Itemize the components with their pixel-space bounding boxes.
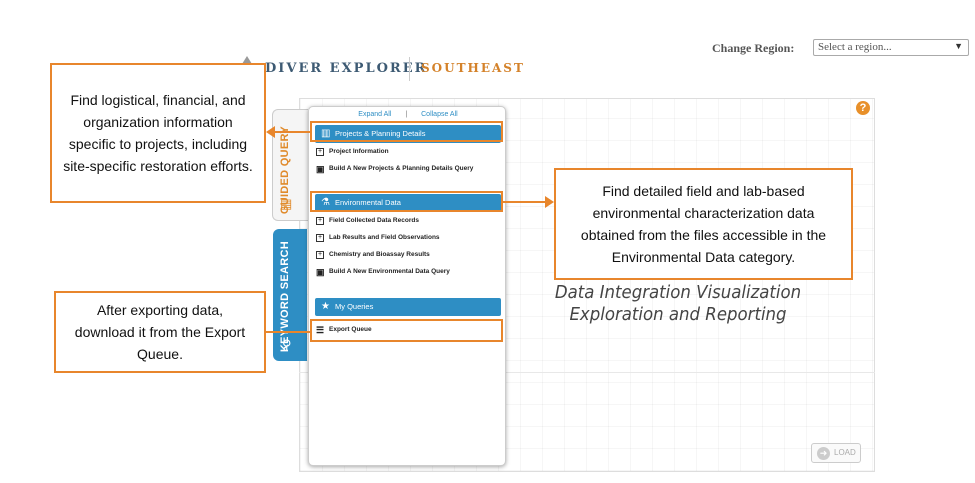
help-icon[interactable]: ? [856, 101, 870, 115]
list-item-field-collected[interactable]: + Field Collected Data Records [316, 215, 419, 227]
list-item-label: Field Collected Data Records [329, 217, 419, 224]
list-item-label: Project Information [329, 148, 389, 155]
list-item-export-queue[interactable]: ☰ Export Queue [316, 324, 372, 336]
highlight-environmental [310, 191, 503, 212]
highlight-projects [310, 121, 503, 142]
separator: | [405, 111, 408, 118]
search-icon: ⚲ [282, 337, 292, 352]
change-region-label: Change Region: [712, 41, 795, 55]
list-item-chemistry-bioassay[interactable]: + Chemistry and Bioassay Results [316, 249, 430, 261]
app-title: DIVER EXPLORER [265, 61, 428, 76]
list-icon: ☰ [316, 325, 325, 335]
dive-title-line1: Data Integration Visualization [554, 282, 802, 303]
chevron-down-icon: ▼ [954, 41, 963, 51]
callout-projects-text: Find logistical, financial, and organiza… [63, 92, 253, 174]
list-item-label: Lab Results and Field Observations [329, 234, 440, 241]
arrow-export [266, 331, 310, 333]
category-label: Projects & Planning Details [335, 129, 426, 138]
dive-title-line2: Exploration and Reporting [569, 304, 787, 325]
tab-guided-query[interactable]: GUIDED QUERY ▤ [272, 109, 308, 221]
plus-box-icon: + [316, 217, 324, 225]
plus-box-icon: + [316, 148, 324, 156]
expand-collapse-row: Expand All | Collapse All [309, 111, 507, 118]
arrowhead-projects [266, 126, 275, 138]
collapse-all-link[interactable]: Collapse All [421, 111, 458, 118]
arrow-projects [272, 131, 310, 133]
list-item-build-environmental-query[interactable]: ▣ Build A New Environmental Data Query [316, 266, 450, 278]
arrowhead-environmental [545, 196, 554, 208]
list-item-build-projects-query[interactable]: ▣ Build A New Projects & Planning Detail… [316, 163, 473, 175]
flask-icon: ⚗ [321, 197, 330, 208]
clipboard-icon: ▤ [280, 196, 293, 211]
region-select-value: Select a region... [818, 41, 892, 53]
build-query-icon: ▣ [316, 164, 325, 174]
guided-query-panel: Expand All | Collapse All ▥ Projects & P… [308, 106, 506, 466]
plus-box-icon: + [316, 251, 324, 259]
tab-keyword-search-label: KEYWORD SEARCH [279, 241, 291, 353]
callout-export-text: After exporting data, download it from t… [74, 302, 246, 362]
load-button-label: LOAD [834, 448, 856, 457]
list-item-label: Build A New Environmental Data Query [329, 268, 450, 275]
arrow-environmental [503, 201, 545, 203]
arrow-right-icon: ➜ [817, 447, 830, 460]
region-title: SOUTHEAST [421, 61, 525, 75]
dive-title: Data Integration Visualization Explorati… [540, 282, 816, 326]
category-environmental-data[interactable]: ⚗ Environmental Data [315, 194, 501, 212]
category-projects-planning[interactable]: ▥ Projects & Planning Details [315, 125, 501, 143]
category-label: My Queries [335, 302, 374, 311]
list-item-label: Chemistry and Bioassay Results [329, 251, 430, 258]
list-item-project-information[interactable]: + Project Information [316, 146, 389, 158]
callout-projects: Find logistical, financial, and organiza… [50, 63, 266, 203]
plus-box-icon: + [316, 234, 324, 242]
canvas-divider [299, 372, 875, 373]
region-select[interactable]: Select a region... ▼ [813, 39, 969, 56]
load-button[interactable]: ➜ LOAD [811, 443, 861, 463]
callout-environmental-text: Find detailed field and lab-based enviro… [580, 183, 827, 265]
build-query-icon: ▣ [316, 267, 325, 277]
document-icon: ▥ [321, 128, 331, 139]
list-item-label: Build A New Projects & Planning Details … [329, 165, 474, 172]
list-item-label: Export Queue [329, 326, 372, 333]
expand-all-link[interactable]: Expand All [358, 111, 392, 118]
star-icon: ★ [321, 301, 330, 312]
list-item-lab-results[interactable]: + Lab Results and Field Observations [316, 232, 440, 244]
highlight-export-queue [310, 319, 503, 342]
category-label: Environmental Data [335, 198, 401, 207]
title-divider [409, 57, 410, 81]
callout-environmental: Find detailed field and lab-based enviro… [554, 168, 853, 280]
logo-icon [242, 56, 252, 64]
tab-keyword-search[interactable]: KEYWORD SEARCH ⚲ [273, 229, 307, 361]
category-my-queries[interactable]: ★ My Queries [315, 298, 501, 316]
callout-export: After exporting data, download it from t… [54, 291, 266, 373]
